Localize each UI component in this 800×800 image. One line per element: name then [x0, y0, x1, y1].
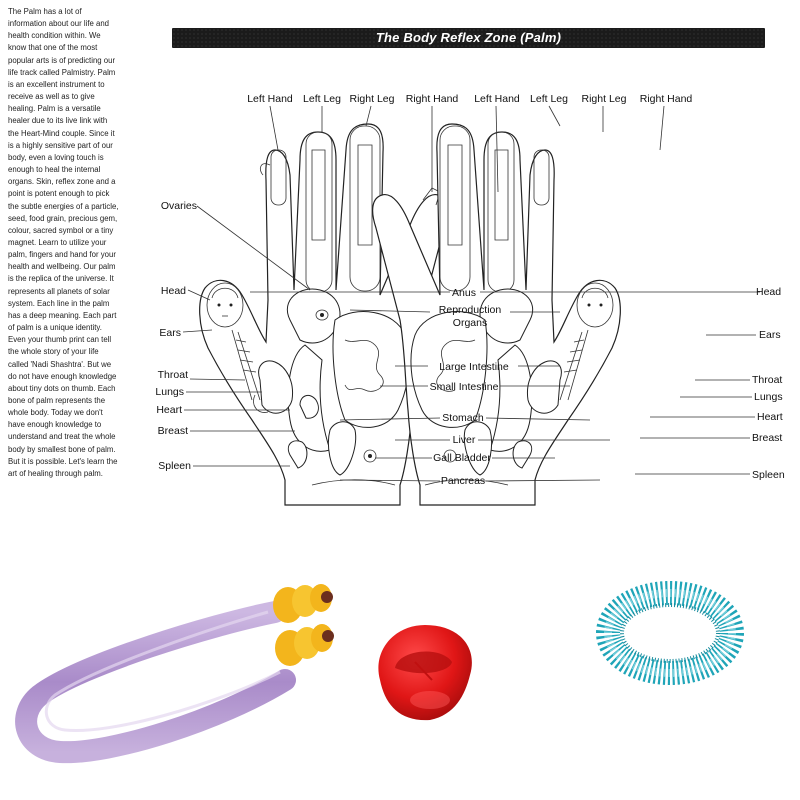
- description-line: represents all planets of solar: [8, 286, 110, 296]
- description-line: popular arts is of predicting our: [8, 55, 116, 65]
- label-ears-right: Ears: [759, 329, 781, 341]
- description-line: the Heart-Mind couple. Since it: [8, 128, 115, 138]
- label-pancreas: Pancreas: [441, 475, 485, 487]
- label-spleen-left: Spleen: [158, 460, 191, 472]
- label-throat-right: Throat: [752, 374, 782, 386]
- label-breast-left: Breast: [158, 425, 188, 437]
- reflex-chart-sheet: The Palm has a lot of information about o…: [8, 6, 785, 506]
- description-line: the whole story of your life: [8, 347, 99, 357]
- description-line: life track called Palmistry. Palm: [8, 67, 116, 77]
- description-line: body by smallest bone of palm.: [8, 444, 116, 454]
- description-line: point is potent enough to pick: [8, 189, 110, 199]
- description-line: body, even a loving touch is: [8, 152, 104, 162]
- label-right-leg: Right Leg: [350, 93, 395, 105]
- label-right-leg-2: Right Leg: [582, 93, 627, 105]
- roller-wheels-top: [273, 584, 333, 623]
- description-line: of palm is a unique identity.: [8, 323, 102, 333]
- description-line: palm, fingers and hand for your: [8, 250, 116, 260]
- hand-roller-massager: [15, 584, 334, 764]
- label-right-hand: Right Hand: [406, 93, 459, 105]
- description-line: have enough knowledge to: [8, 420, 102, 430]
- description-line: But it is possible. Let's learn the: [8, 456, 118, 466]
- roller-wheels-bottom: [275, 624, 334, 666]
- label-left-leg-2: Left Leg: [530, 93, 568, 105]
- description-line: called 'Nadi Shashtra'. But we: [8, 359, 112, 369]
- description-line: is the replica of the universe. It: [8, 274, 114, 284]
- label-large-intestine: Large Intestine: [439, 361, 509, 373]
- description-line: art of healing through palm.: [8, 468, 103, 478]
- label-head-right: Head: [756, 286, 781, 298]
- label-left-leg: Left Leg: [303, 93, 341, 105]
- description-line: information about our life and: [8, 19, 109, 29]
- description-line: The Palm has a lot of: [8, 7, 82, 16]
- label-stomach: Stomach: [442, 412, 484, 424]
- description-line: colour, sacred symbol or a tiny: [8, 225, 114, 235]
- left-hand-illustration: [199, 123, 448, 506]
- description-line: enough to heal the internal: [8, 165, 101, 175]
- description-line: healing. Palm is a versatile: [8, 104, 101, 114]
- description-line: seed, food grain, precious gem,: [8, 213, 118, 223]
- label-left-hand: Left Hand: [247, 93, 293, 105]
- label-left-hand-2: Left Hand: [474, 93, 520, 105]
- title-banner: The Body Reflex Zone (Palm): [172, 28, 765, 48]
- label-ovaries: Ovaries: [161, 200, 197, 212]
- description-line: do not have enough knowledge: [8, 371, 117, 381]
- description-line: has a deep meaning. Each part: [8, 310, 117, 320]
- description-line: magnet. Learn to utilize your: [8, 237, 107, 247]
- description-text: The Palm has a lot of information about o…: [8, 6, 161, 480]
- label-breast-right: Breast: [752, 432, 782, 444]
- label-heart-right: Heart: [757, 411, 783, 423]
- palm-reflex-diagram: Left Hand Left Leg Right Leg Right Hand …: [155, 93, 785, 506]
- label-gall-bladder: Gall Bladder: [433, 452, 491, 464]
- label-ears-left: Ears: [159, 327, 181, 339]
- label-head-left: Head: [161, 285, 186, 297]
- label-lungs-left: Lungs: [155, 386, 184, 398]
- description-line: organs. Skin, reflex zone and a: [8, 177, 116, 187]
- label-anus: Anus: [452, 287, 476, 299]
- label-heart-left: Heart: [156, 404, 182, 416]
- description-line: the subtle energies of a particle,: [8, 201, 119, 211]
- left-labels: Ovaries Head Ears Throat Lungs Heart Bre…: [155, 200, 197, 472]
- right-hand-illustration: [372, 123, 621, 506]
- description-line: health and wellbeing. Our palm: [8, 262, 116, 272]
- center-labels: Anus Reproduction Organs Large Intestine…: [430, 287, 509, 487]
- description-line: is a highly sensitive part of our: [8, 140, 113, 150]
- right-labels: Head Ears Throat Lungs Heart Breast Sple…: [752, 286, 785, 481]
- description-line: bone of palm represents the: [8, 396, 106, 405]
- description-line: health condition within. We: [8, 31, 101, 41]
- label-liver: Liver: [453, 434, 476, 446]
- description-line: understand and treat the whole: [8, 432, 116, 442]
- label-right-hand-2: Right Hand: [640, 93, 693, 105]
- description-line: about tiny dots on thumb. Each: [8, 383, 116, 393]
- label-organs: Organs: [453, 317, 487, 329]
- finger-ring-massager: [378, 625, 472, 721]
- label-throat-left: Throat: [158, 369, 188, 381]
- label-reproduction: Reproduction: [439, 304, 502, 316]
- label-small-intestine: Small Intestine: [430, 381, 499, 393]
- description-line: receive as well as to give: [8, 92, 95, 102]
- banner-title: The Body Reflex Zone (Palm): [375, 30, 562, 45]
- description-line: system. Each line in the palm: [8, 298, 110, 308]
- leader-lines: [182, 105, 760, 482]
- top-labels: Left Hand Left Leg Right Leg Right Hand …: [247, 93, 692, 105]
- product-photos: [15, 581, 744, 764]
- description-line: whole body. Today we don't: [8, 408, 103, 418]
- description-line: know that one of the most: [8, 43, 98, 53]
- label-lungs-right: Lungs: [754, 391, 783, 403]
- description-line: is an excellent instrument to: [8, 79, 105, 89]
- description-line: Even your thumb print can tell: [8, 335, 112, 345]
- description-line: healer due to its live link with: [8, 116, 108, 126]
- label-spleen-right: Spleen: [752, 469, 785, 481]
- sujok-spiky-ring: [596, 581, 744, 685]
